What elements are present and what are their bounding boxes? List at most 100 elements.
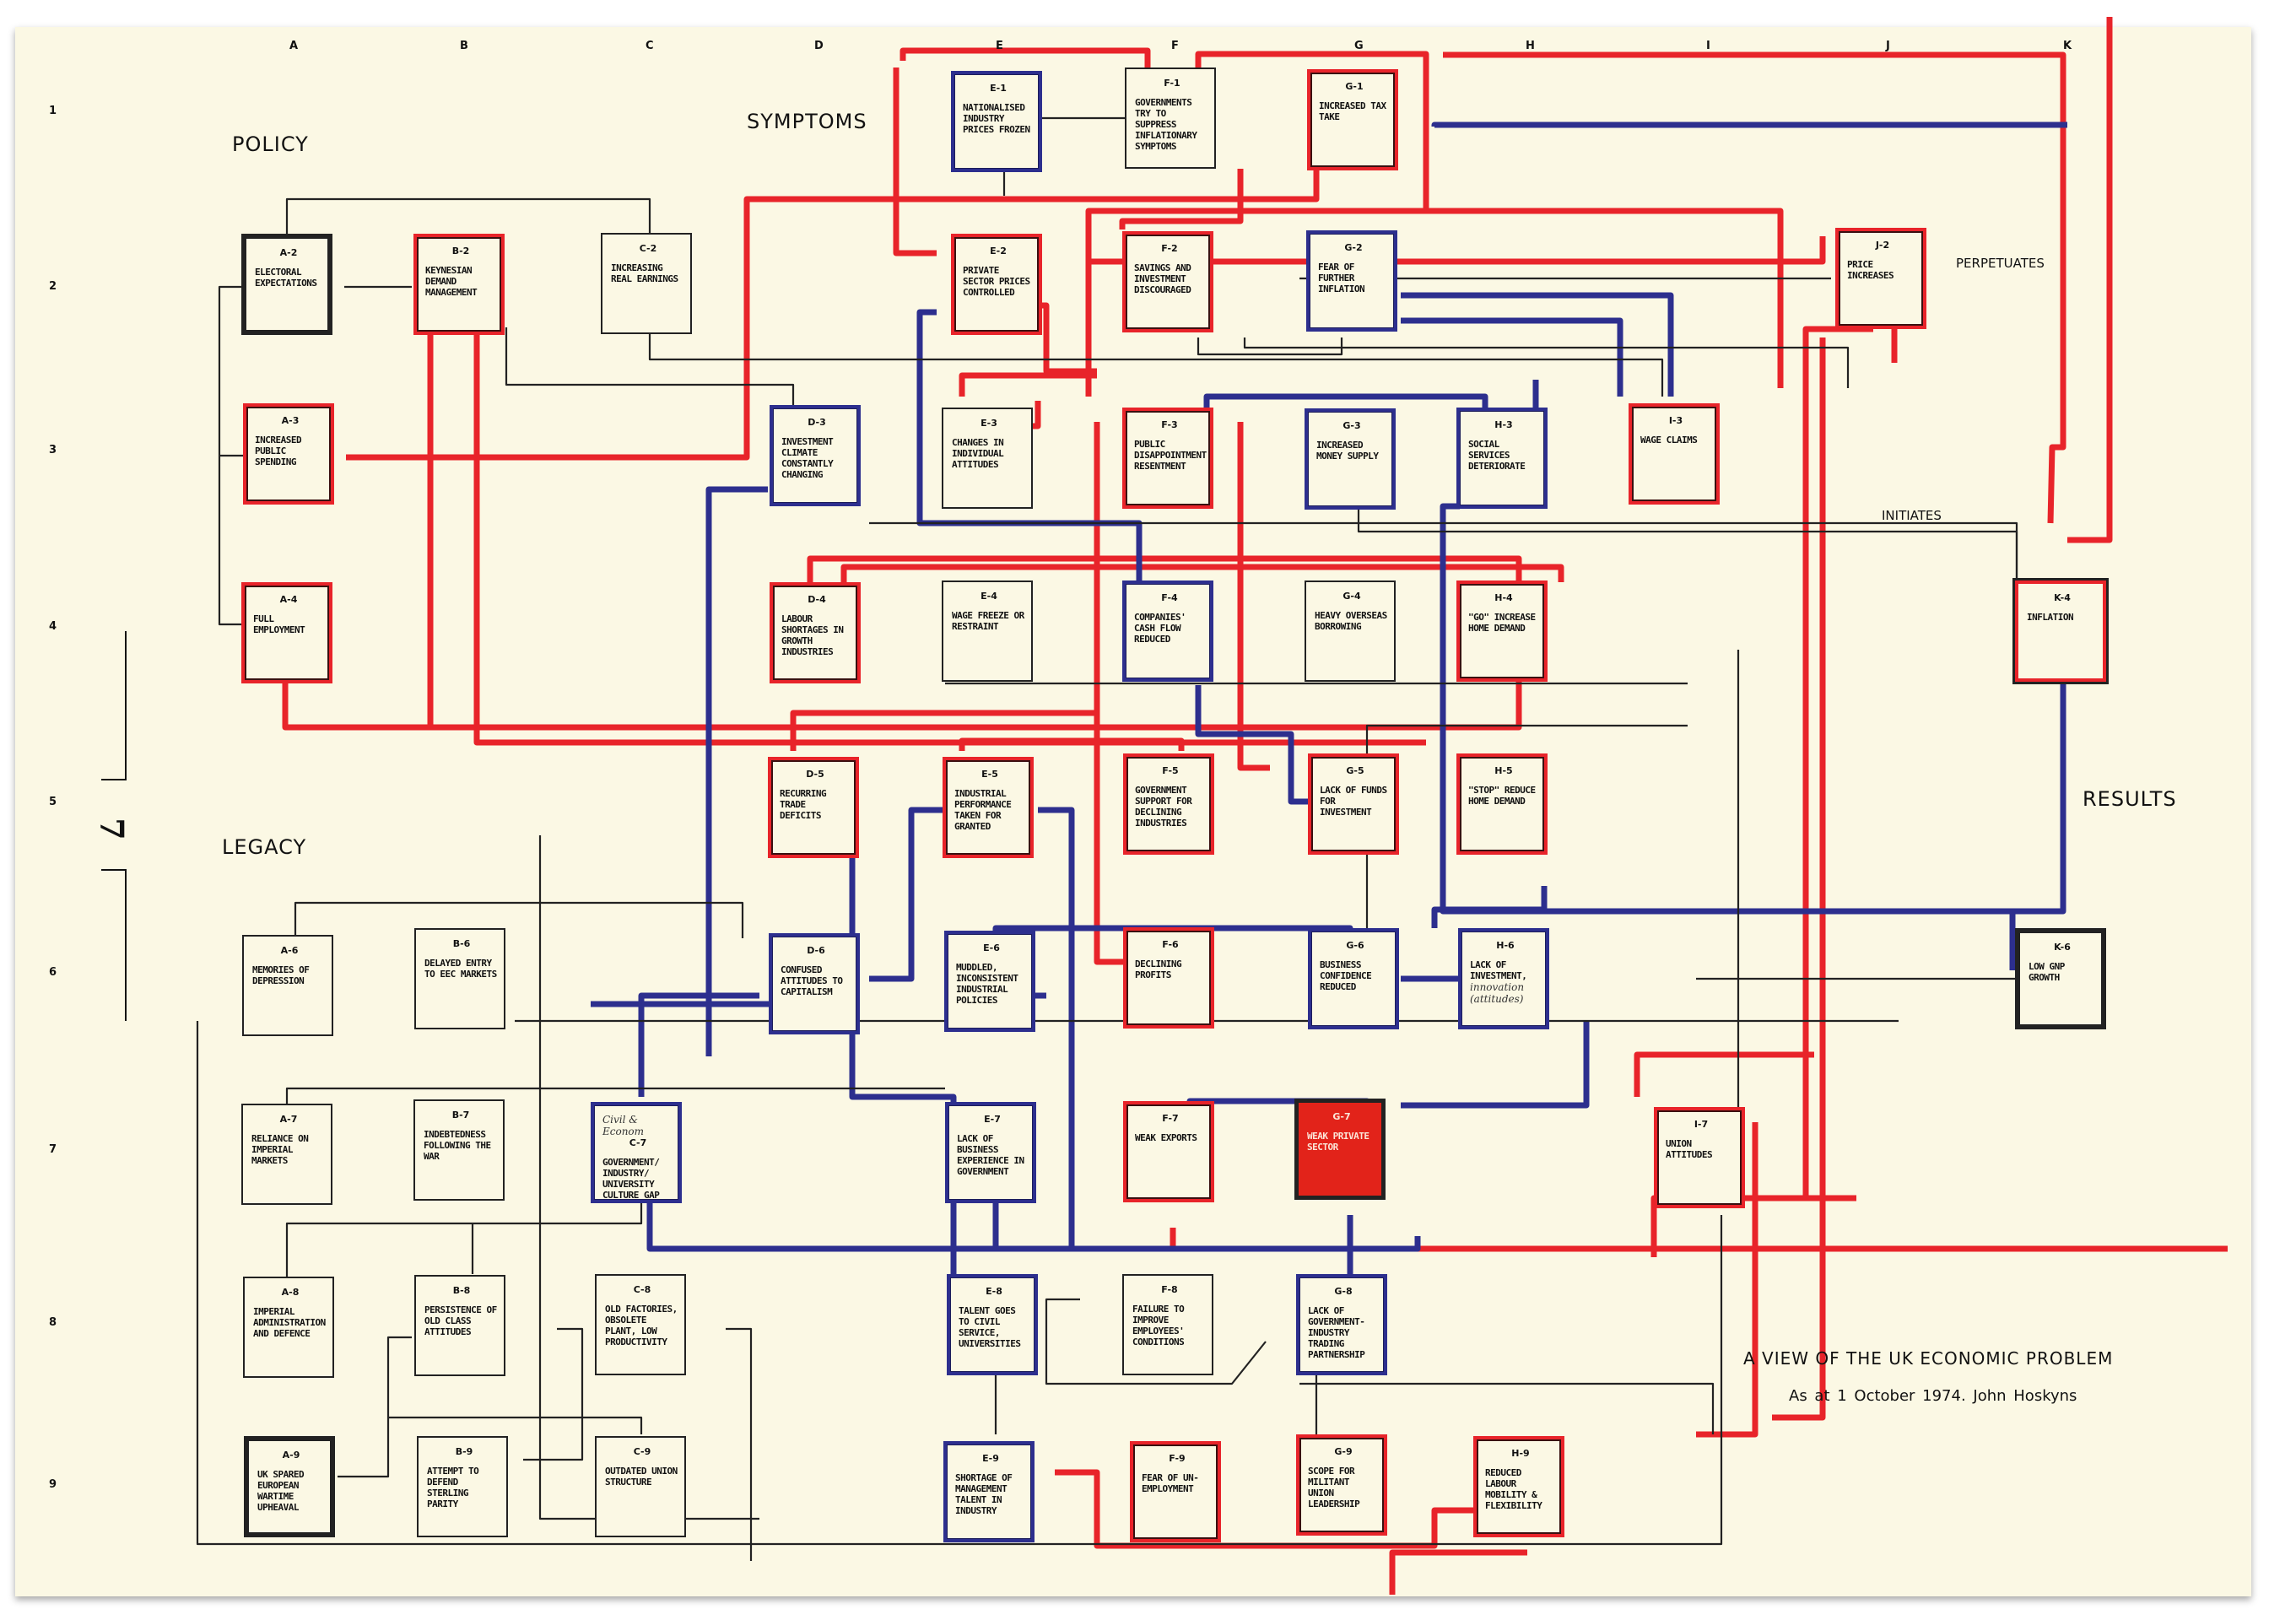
node-b6[interactable]: B-6Delayed entry to EEC markets xyxy=(414,928,505,1029)
node-h4[interactable]: H-4"Go" increase home demand xyxy=(1456,580,1548,682)
node-text: Increasing real earnings xyxy=(611,262,678,284)
node-text: Investment climate constantly changing xyxy=(781,436,834,480)
node-text: Union attitudes xyxy=(1666,1138,1713,1160)
column-label-a: A xyxy=(289,40,299,52)
row-label-7: 7 xyxy=(49,1143,57,1156)
node-k4[interactable]: K-4Inflation xyxy=(2012,578,2109,684)
node-e5[interactable]: E-5Industrial performance taken for gran… xyxy=(943,757,1034,858)
node-id: E-2 xyxy=(990,246,1007,256)
node-id: E-7 xyxy=(984,1114,1001,1125)
node-c2[interactable]: C-2Increasing real earnings xyxy=(601,233,692,334)
node-g7[interactable]: G-7Weak private sector xyxy=(1294,1099,1386,1200)
node-b7[interactable]: B-7Indebtedness following the war xyxy=(413,1099,505,1201)
node-k6[interactable]: K-6Low GNP growth xyxy=(2015,928,2106,1029)
node-text: Muddled, inconsistent industrial policie… xyxy=(956,962,1018,1006)
node-f7[interactable]: F-7Weak exports xyxy=(1123,1101,1214,1202)
node-d4[interactable]: D-4Labour shortages in growth industries xyxy=(770,582,861,683)
node-id: D-4 xyxy=(808,594,826,605)
node-id: E-6 xyxy=(983,942,1000,953)
node-id: E-3 xyxy=(981,418,997,429)
link xyxy=(1443,51,2066,524)
node-id: H-9 xyxy=(1511,1448,1530,1459)
node-a9[interactable]: A-9UK spared European wartime upheaval xyxy=(244,1436,335,1537)
link xyxy=(1299,1382,1715,1434)
node-f1[interactable]: F-1Governments try to suppress inflation… xyxy=(1125,68,1216,169)
node-i3[interactable]: I-3Wage claims xyxy=(1629,403,1720,505)
node-g3[interactable]: G-3Increased money supply xyxy=(1305,408,1396,510)
node-f8[interactable]: F-8Failure to improve employees' conditi… xyxy=(1122,1274,1213,1375)
edge-label-initiates: INITIATES xyxy=(1882,508,1942,523)
node-text: Full employment xyxy=(253,613,305,635)
node-d3[interactable]: D-3Investment climate constantly changin… xyxy=(770,405,861,506)
node-id: B-7 xyxy=(451,1110,470,1120)
node-text: Recurring trade deficits xyxy=(780,788,827,821)
link xyxy=(282,675,1522,731)
node-h6[interactable]: H-6Lack of investment,innovation (attitu… xyxy=(1458,928,1549,1029)
node-f3[interactable]: F-3Public disappointment resentment xyxy=(1122,408,1213,509)
node-e9[interactable]: E-9Shortage of management talent in indu… xyxy=(943,1441,1035,1542)
edge-label-perpetuates: PERPETUATES xyxy=(1956,256,2045,271)
node-e2[interactable]: E-2Private sector prices controlled xyxy=(951,234,1042,335)
column-label-j: J xyxy=(1886,40,1890,52)
node-id: A-9 xyxy=(282,1450,300,1461)
node-id: K-4 xyxy=(2054,592,2071,603)
link xyxy=(1094,422,1131,965)
node-e4[interactable]: E-4Wage freeze or restraint xyxy=(942,580,1033,682)
link xyxy=(505,327,795,407)
link xyxy=(849,844,996,1294)
node-text: Scope for militant union leadership xyxy=(1308,1466,1360,1509)
node-f2[interactable]: F-2Savings and investment discouraged xyxy=(1122,231,1213,332)
node-a8[interactable]: A-8Imperial administration and defence xyxy=(243,1277,334,1378)
column-label-d: D xyxy=(814,40,824,52)
link xyxy=(1119,169,1244,230)
node-a3[interactable]: A-3Increased public spending xyxy=(243,403,334,505)
node-i7[interactable]: I-7Union attitudes xyxy=(1654,1107,1745,1208)
node-g1[interactable]: G-1Increased tax take xyxy=(1307,69,1398,170)
node-id: F-8 xyxy=(1161,1284,1178,1295)
node-g4[interactable]: G-4Heavy overseas borrowing xyxy=(1305,580,1396,682)
node-b8[interactable]: B-8Persistence of old class attitudes xyxy=(414,1275,505,1376)
link xyxy=(1243,338,1850,388)
node-a7[interactable]: A-7Reliance on imperial markets xyxy=(241,1104,332,1205)
node-h9[interactable]: H-9Reduced labour mobility & flexibility xyxy=(1473,1436,1564,1537)
link xyxy=(992,1198,1421,1252)
node-e1[interactable]: E-1Nationalised industry prices frozen xyxy=(951,71,1042,172)
row-label-6: 6 xyxy=(49,966,57,979)
node-e7[interactable]: E-7Lack of business experience in govern… xyxy=(945,1102,1036,1203)
node-g9[interactable]: G-9Scope for militant union leadership xyxy=(1296,1434,1387,1536)
node-text: "Stop" reduce home demand xyxy=(1468,785,1536,807)
node-g6[interactable]: G-6Business confidence reduced xyxy=(1308,928,1399,1029)
column-label-f: F xyxy=(1171,40,1179,52)
node-b2[interactable]: B-2Keynesian demand management xyxy=(413,234,505,335)
node-text: Changes in individual attitudes xyxy=(952,437,1004,470)
node-d5[interactable]: D-5Recurring trade deficits xyxy=(768,757,859,858)
node-g5[interactable]: G-5Lack of funds for investment xyxy=(1308,753,1399,855)
node-a6[interactable]: A-6Memories of depression xyxy=(242,935,333,1036)
node-f6[interactable]: F-6Declining profits xyxy=(1123,927,1214,1029)
node-id: A-2 xyxy=(279,247,298,258)
title-block: A VIEW OF THE UK ECONOMIC PROBLEM As at … xyxy=(1743,1348,2113,1405)
node-b9[interactable]: B-9Attempt to defend sterling parity xyxy=(417,1436,508,1537)
link xyxy=(705,486,768,1056)
node-text: Government/ industry/ university culture… xyxy=(602,1157,660,1201)
node-h5[interactable]: H-5"Stop" reduce home demand xyxy=(1456,753,1548,855)
node-e3[interactable]: E-3Changes in individual attitudes xyxy=(942,408,1033,509)
node-f9[interactable]: F-9Fear of un-employment xyxy=(1130,1441,1221,1542)
node-g8[interactable]: G-8Lack of government-industry trading p… xyxy=(1296,1274,1387,1375)
node-a2[interactable]: A-2Electoral expectations xyxy=(241,234,332,335)
node-id: F-5 xyxy=(1162,765,1179,776)
node-e8[interactable]: E-8Talent goes to civil service, univers… xyxy=(947,1274,1038,1375)
node-a4[interactable]: A-4Full employment xyxy=(241,582,332,683)
node-d6[interactable]: D-6Confused attitudes to capitalism xyxy=(769,933,860,1034)
node-f5[interactable]: F-5Government support for declining indu… xyxy=(1123,753,1214,855)
node-text: Wage claims xyxy=(1640,435,1698,446)
node-h3[interactable]: H-3Social services deteriorate xyxy=(1456,408,1548,509)
node-j2[interactable]: J-2Price increases xyxy=(1835,228,1926,329)
node-c9[interactable]: C-9Outdated union structure xyxy=(595,1436,686,1537)
node-e6[interactable]: E-6Muddled, inconsistent industrial poli… xyxy=(944,931,1035,1032)
node-f4[interactable]: F-4Companies' cash flow reduced xyxy=(1122,580,1213,682)
node-c8[interactable]: C-8Old factories, obsolete plant, low pr… xyxy=(595,1274,686,1375)
node-g2[interactable]: G-2Fear of further inflation xyxy=(1306,230,1397,332)
link xyxy=(899,47,1151,68)
